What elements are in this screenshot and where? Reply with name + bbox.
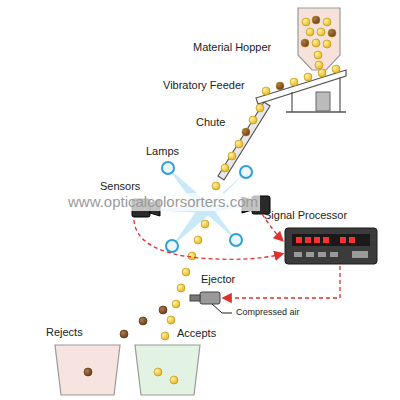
part-label: Vibratory Feeder bbox=[163, 79, 245, 92]
material-hopper bbox=[298, 8, 340, 70]
note-label: Compressed air bbox=[236, 307, 300, 318]
part-label: Chute bbox=[196, 116, 225, 129]
bin-label: Rejects bbox=[46, 326, 83, 339]
ejector bbox=[190, 292, 232, 313]
rejects-bin bbox=[55, 345, 120, 395]
chute bbox=[218, 102, 270, 180]
watermark: www.opticalcolorsorters.com bbox=[66, 193, 260, 211]
signal-processor bbox=[285, 228, 377, 264]
signal-wires bbox=[134, 214, 340, 298]
part-label: Signal Processor bbox=[264, 209, 347, 222]
part-label: Material Hopper bbox=[193, 41, 271, 54]
accepts-bin bbox=[135, 345, 200, 395]
part-label: Ejector bbox=[201, 273, 235, 286]
part-label: Sensors bbox=[100, 180, 140, 193]
bin-label: Accepts bbox=[177, 327, 216, 340]
part-label: Lamps bbox=[146, 145, 179, 158]
